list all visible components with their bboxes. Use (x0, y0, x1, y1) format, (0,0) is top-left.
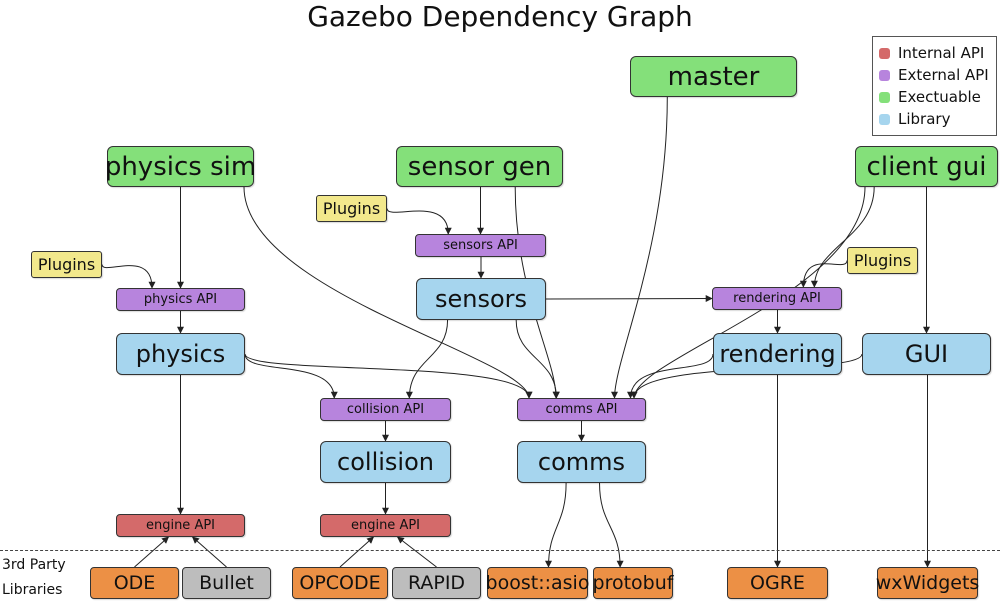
node-opcode: OPCODE (292, 567, 388, 599)
edge-physics_sim-to-comms_api (243, 186, 533, 399)
edge-plugins_rendering-to-rendering_api (799, 260, 848, 288)
legend-swatch-library (879, 113, 890, 125)
legend-label: External API (898, 66, 989, 84)
legend-item: Exectuable (879, 86, 990, 108)
node-rendering: rendering (713, 333, 842, 375)
third-party-label-text: 3rd Party Libraries (2, 557, 66, 598)
node-comms-api: comms API (517, 398, 646, 421)
node-protobuf: protobuf (593, 567, 673, 599)
node-wxwidgets: wxWidgets (876, 567, 979, 599)
legend-item: Library (879, 108, 990, 130)
legend-label: Library (898, 110, 951, 128)
node-plugins-sensors: Plugins (316, 195, 387, 222)
node-master: master (630, 56, 797, 97)
edge-master-to-comms_api (611, 96, 668, 399)
node-physics-api: physics API (116, 288, 245, 311)
edge-ode-to-engine_api_1 (134, 536, 170, 568)
edge-physics-to-comms_api (244, 353, 533, 399)
edge-plugins_sensors-to-sensors_api (386, 208, 452, 235)
node-engine-api-2: engine API (320, 514, 451, 537)
node-collision-api: collision API (320, 398, 451, 421)
node-physics-sim: physics sim (105, 146, 256, 187)
node-rendering-api: rendering API (712, 287, 842, 310)
legend-swatch-executable (879, 91, 890, 103)
diagram-title: Gazebo Dependency Graph (307, 0, 693, 33)
legend-swatch-internal-api (879, 47, 890, 59)
legend-item: External API (879, 64, 990, 86)
edge-sensors-to-collision_api (405, 319, 449, 399)
node-rapid: RAPID (392, 567, 481, 599)
node-gui: GUI (862, 333, 991, 375)
third-party-label: 3rd Party Libraries (2, 553, 72, 603)
edge-sensors-to-rendering_api (545, 295, 713, 303)
edge-comms-to-boost_asio (545, 482, 567, 568)
edge-opcode-to-engine_api_2 (339, 536, 375, 568)
edge-rendering-to-comms_api (627, 353, 714, 399)
edge-sensors-to-comms_api (515, 319, 560, 399)
edge-rapid-to-engine_api_2 (396, 536, 437, 568)
legend: Internal API External API Exectuable Lib… (872, 36, 997, 136)
node-ogre: OGRE (727, 567, 828, 599)
edge-client_gui-to-comms_api (630, 186, 866, 399)
node-plugins-physics: Plugins (31, 251, 102, 278)
edge-plugins_physics-to-physics_api (101, 264, 156, 289)
legend-item: Internal API (879, 42, 990, 64)
node-physics: physics (116, 333, 245, 375)
node-bullet: Bullet (182, 567, 271, 599)
legend-label: Internal API (898, 44, 985, 62)
edge-comms-to-protobuf (599, 482, 624, 568)
node-engine-api-1: engine API (116, 514, 245, 537)
legend-label: Exectuable (898, 88, 981, 106)
node-boost-asio: boost::asio (486, 567, 589, 599)
node-collision: collision (320, 441, 451, 483)
node-sensors: sensors (416, 278, 546, 320)
node-comms: comms (517, 441, 646, 483)
node-sensors-api: sensors API (415, 234, 546, 257)
edge-physics-to-collision_api (244, 353, 338, 399)
node-ode: ODE (90, 567, 179, 599)
legend-swatch-external-api (879, 69, 890, 81)
node-client-gui: client gui (855, 146, 998, 187)
node-plugins-rendering: Plugins (847, 247, 918, 274)
edge-client_gui-to-rendering_api (810, 186, 875, 288)
third-party-separator (0, 550, 1000, 551)
node-sensor-gen: sensor gen (396, 146, 563, 187)
edge-bullet-to-engine_api_1 (191, 536, 227, 568)
